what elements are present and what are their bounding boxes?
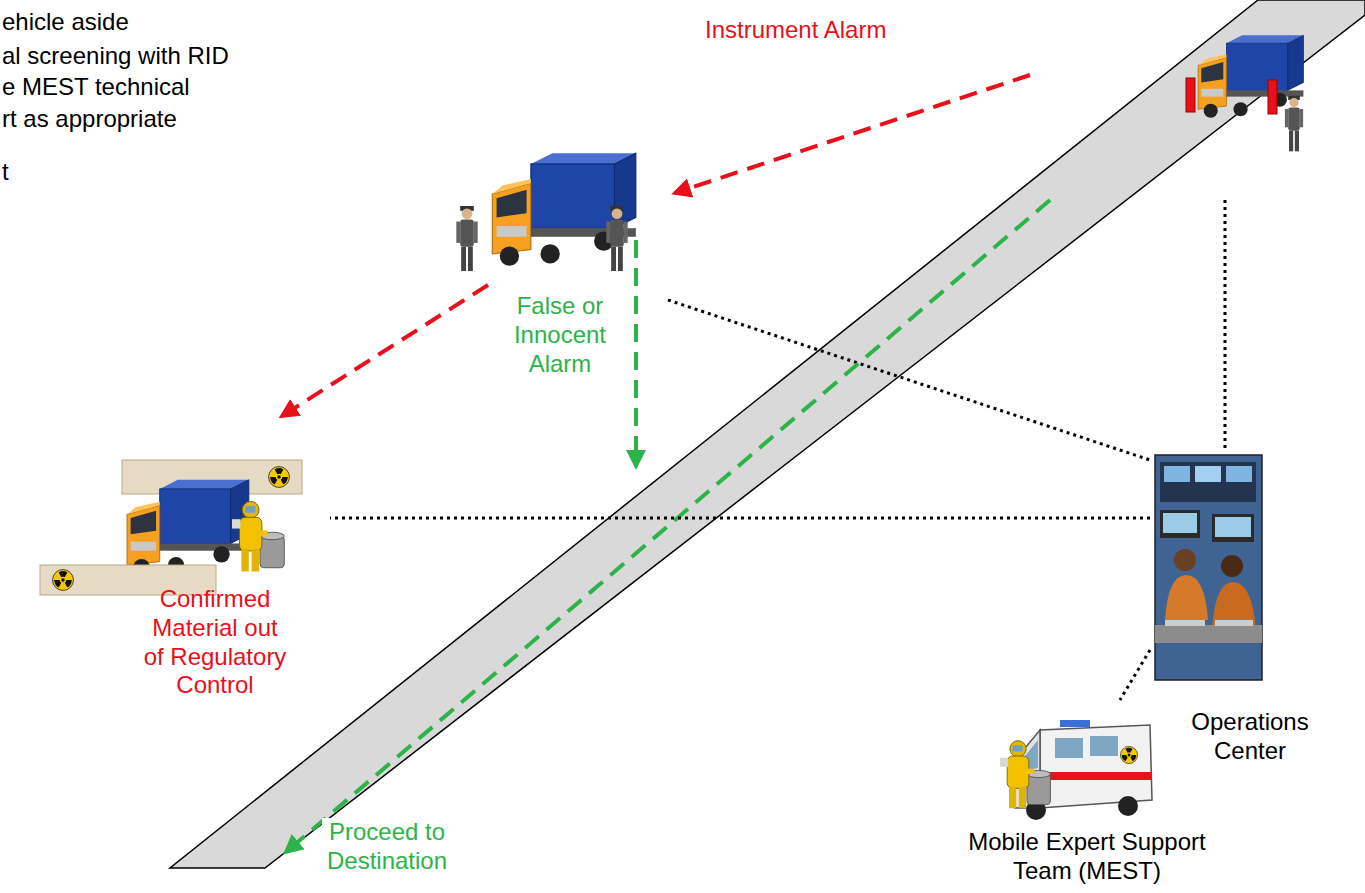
radiation-sign — [53, 570, 74, 591]
road — [170, 0, 1365, 868]
flow-label: Instrument Alarm — [705, 16, 965, 45]
portal-monitor — [1186, 78, 1195, 112]
flow-label: t — [2, 158, 32, 187]
officer — [606, 206, 627, 271]
hazmat-responder — [232, 501, 284, 571]
comm-link — [1224, 200, 1227, 448]
officer — [1285, 96, 1303, 152]
node-label: Mobile Expert Support Team (MEST) — [960, 828, 1214, 886]
operations-center-picture — [1155, 455, 1262, 680]
flow-label: False or Innocent Alarm — [510, 292, 610, 378]
flow-label: ehicle aside — [2, 8, 302, 37]
flow-label: al screening with RID — [2, 42, 322, 71]
comm-link — [668, 300, 1150, 460]
scene-box: Confirmed Material out of Regulatory Con… — [100, 455, 330, 704]
node-label: Operations Center — [1185, 708, 1315, 766]
alarm-arrow — [675, 75, 1030, 193]
clear-arrow — [286, 200, 1050, 852]
station-box: Operations Center — [1150, 450, 1350, 770]
alarm-arrow — [282, 285, 488, 416]
radiation-sign — [269, 467, 290, 488]
comm-link — [1120, 650, 1150, 700]
node-label: Confirmed Material out of Regulatory Con… — [141, 585, 289, 700]
flow-label: rt as appropriate — [2, 105, 322, 134]
comm-link — [330, 517, 1150, 520]
flow-label: Proceed to Destination — [322, 818, 452, 876]
officer — [456, 206, 477, 271]
truck — [127, 480, 249, 575]
hazmat-responder — [1000, 741, 1050, 809]
clear-arrow — [634, 240, 638, 466]
team-box: Mobile Expert Support Team (MEST) — [960, 700, 1214, 890]
flow-label: e MEST technical — [2, 73, 322, 102]
truck — [1198, 35, 1303, 118]
portal-monitor — [1268, 80, 1277, 114]
